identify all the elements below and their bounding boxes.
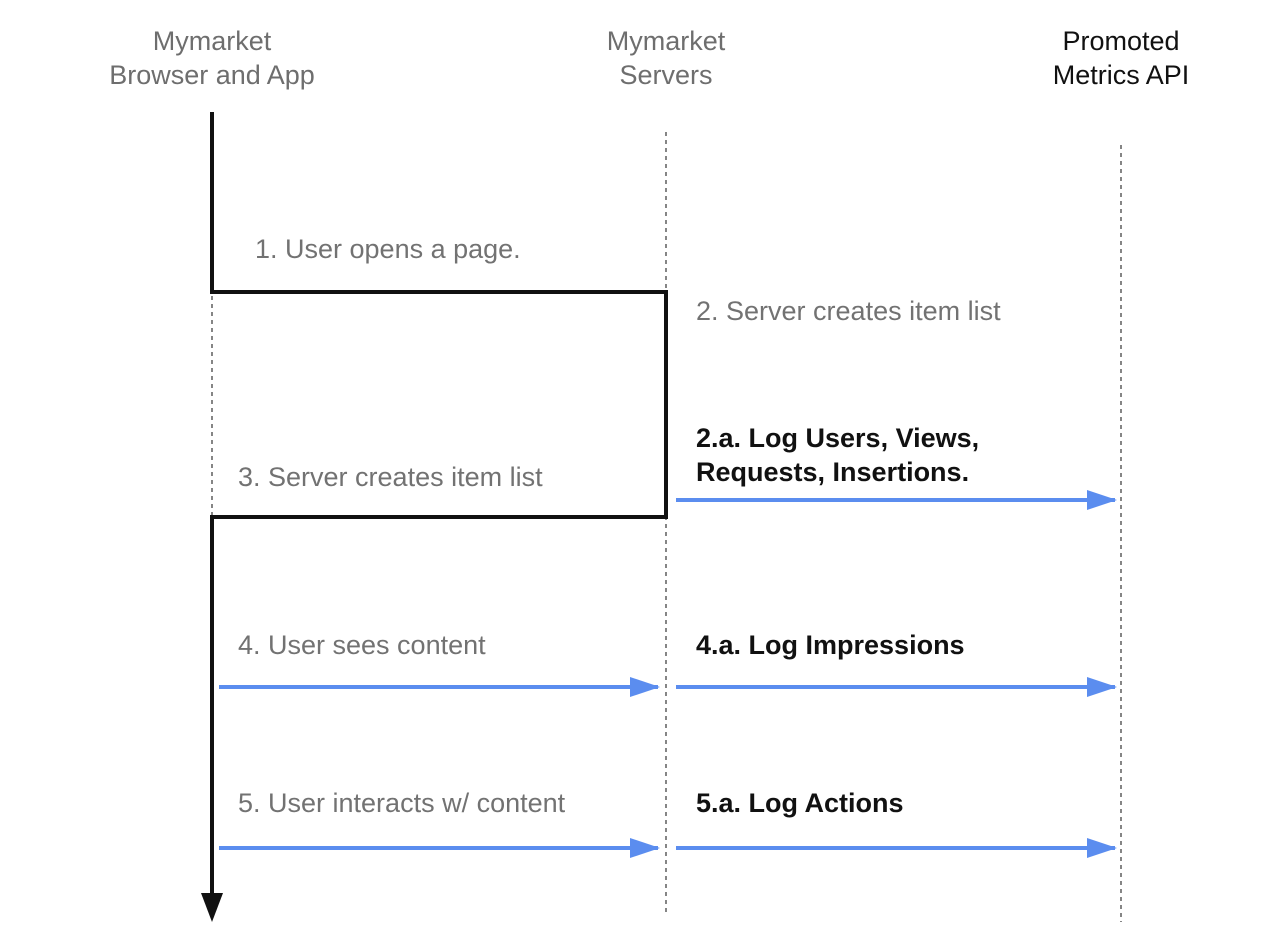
timeline-arrowhead (201, 893, 223, 922)
step-2a-line2: Requests, Insertions. (696, 457, 970, 487)
step-5a-label: 5.a. Log Actions (696, 788, 904, 818)
step-4-label: 4. User sees content (238, 630, 486, 660)
lane-header-browser-line1: Mymarket (152, 26, 272, 56)
lane-header-servers-line2: Servers (619, 60, 713, 90)
step-2a-line1: 2.a. Log Users, Views, (696, 423, 980, 453)
step-1-label: 1. User opens a page. (255, 234, 521, 264)
lane-header-browser-line2: Browser and App (109, 60, 315, 90)
lane-header-api-line1: Promoted (1062, 26, 1180, 56)
step-2-label: 2. Server creates item list (696, 296, 1001, 326)
lane-header-api: Promoted Metrics API (971, 24, 1271, 92)
lane-header-browser: Mymarket Browser and App (62, 24, 362, 92)
step-2a-label: 2.a. Log Users, Views, Requests, Inserti… (696, 421, 979, 489)
lane-header-api-line2: Metrics API (1052, 60, 1190, 90)
request-flow-path (210, 112, 668, 895)
step-3-label: 3. Server creates item list (238, 462, 543, 492)
lane-header-servers: Mymarket Servers (516, 24, 816, 92)
lane-header-servers-line1: Mymarket (606, 26, 726, 56)
step-5-label: 5. User interacts w/ content (238, 788, 566, 818)
step-4a-label: 4.a. Log Impressions (696, 630, 965, 660)
